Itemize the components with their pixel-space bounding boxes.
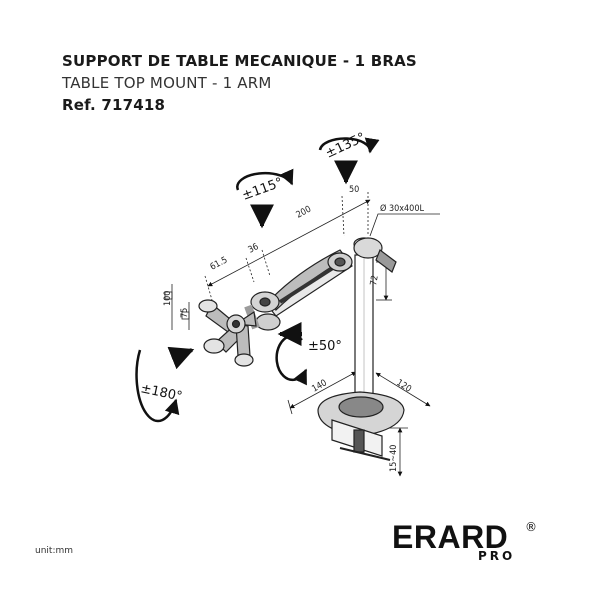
- title-english: TABLE TOP MOUNT - 1 ARM: [62, 74, 272, 92]
- angle-top: ±135°: [323, 130, 368, 161]
- angle-tilt: ±50°: [308, 339, 342, 354]
- angle-rotate: ±180°: [139, 381, 183, 404]
- rotation-arm: [236, 168, 294, 229]
- dim-pole-offset: 72: [369, 275, 381, 287]
- title-block: SUPPORT DE TABLE MECANIQUE - 1 BRAS TABL…: [62, 50, 417, 116]
- title-french: SUPPORT DE TABLE MECANIQUE - 1 BRAS: [62, 52, 417, 70]
- registered-mark: ®: [525, 520, 537, 534]
- rotation-screen: [135, 346, 195, 423]
- arm: [244, 237, 397, 331]
- brand-logo: ERARD: [392, 519, 509, 555]
- vesa-plate: [198, 299, 257, 367]
- dim-base-width: 120: [394, 378, 412, 395]
- dim-joint: 36: [247, 242, 261, 256]
- dim-vesa-100: 100: [163, 291, 173, 306]
- pole: [353, 237, 375, 404]
- vesa-dimension-lines: [164, 284, 190, 330]
- dim-pole: Ø 30x400L: [380, 203, 424, 214]
- rotation-top: [318, 137, 380, 185]
- dim-head-offset: 50: [349, 185, 359, 195]
- dim-base-depth: 140: [311, 378, 329, 394]
- unit-label: unit:mm: [35, 546, 74, 556]
- reference-number: Ref. 717418: [62, 96, 166, 114]
- dim-arm-length: 200: [295, 205, 313, 221]
- angle-arm: ±115°: [240, 175, 285, 204]
- brand-sub-logo: PRO: [478, 549, 516, 563]
- dim-clamp-range: 15~40: [389, 445, 399, 472]
- dim-arm-offset: 61.5: [209, 255, 230, 272]
- dim-vesa-75: 75: [180, 308, 190, 318]
- base-clamp: [317, 391, 405, 461]
- rotation-tilt: [275, 322, 308, 386]
